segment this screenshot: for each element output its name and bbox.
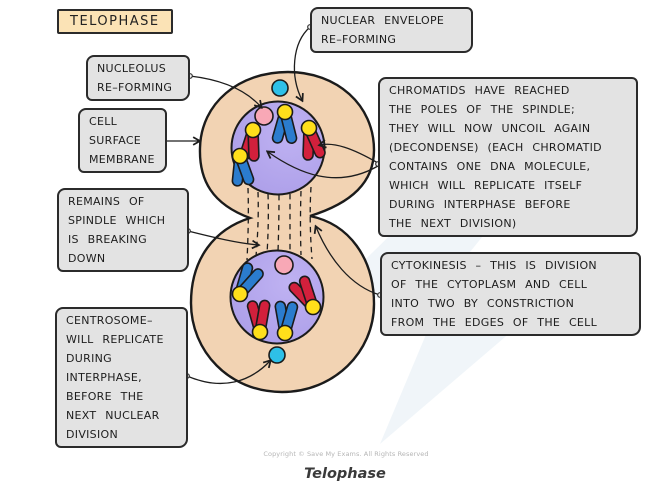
- callout-chromatids: CHROMATIDS HAVE REACHED THE POLES OF THE…: [378, 77, 638, 237]
- chromosome: [231, 262, 264, 303]
- arrow-spindle-remains: [187, 230, 258, 245]
- arrow-centrosome: [186, 361, 270, 384]
- nucleolus-bottom-icon: [274, 255, 294, 275]
- chromosome: [274, 300, 299, 342]
- callout-cell-surface-membrane: CELL SURFACE MEMBRANE: [78, 108, 167, 173]
- chromosome: [246, 299, 271, 341]
- chromosome: [271, 103, 298, 144]
- callout-remains-of-spindle: REMAINS OF SPINDLE WHICH IS BREAKING DOW…: [57, 188, 189, 272]
- arrow-nuclear-envelope: [293, 26, 311, 100]
- stage-title: TELOPHASE: [57, 9, 173, 34]
- chromosome: [288, 275, 322, 316]
- arrow-chromatids-right: [320, 144, 379, 164]
- chromosome: [300, 119, 326, 161]
- callout-centrosome: CENTROSOME– WILL REPLICATE DURING INTERP…: [55, 307, 188, 448]
- arrow-nucleolus: [189, 75, 261, 107]
- callout-nucleolus: NUCLEOLUS RE–FORMING: [86, 55, 190, 101]
- centrosome-bottom-icon: [268, 346, 286, 364]
- arrow-chromatids-left: [268, 152, 379, 179]
- centrosome-top-icon: [271, 79, 289, 97]
- nucleolus-top-icon: [254, 106, 274, 126]
- callout-nuclear-envelope: NUCLEAR ENVELOPE RE–FORMING: [310, 7, 473, 53]
- chromosome: [231, 147, 255, 187]
- copyright-notice: Copyright © Save My Exams. All Rights Re…: [263, 450, 429, 458]
- spindle-fibre-remains: [246, 186, 313, 261]
- callout-cytokinesis: CYTOKINESIS – THIS IS DIVISION OF THE CY…: [380, 252, 641, 336]
- figure-caption: Telophase: [304, 466, 386, 482]
- arrow-cytokinesis: [316, 227, 381, 296]
